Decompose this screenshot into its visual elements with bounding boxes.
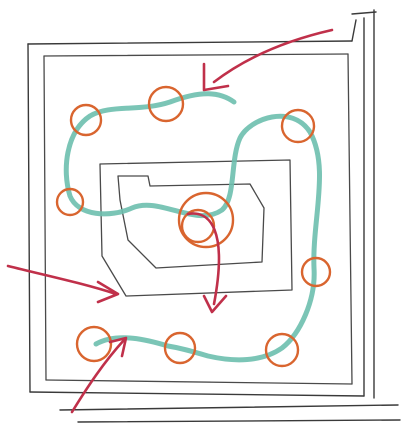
inner-frame-left [44,56,46,380]
inner-frame-top [44,54,348,56]
markers [57,87,330,366]
route-line [66,94,319,360]
outer-frame-top-tick [352,12,376,14]
central-island [100,160,292,296]
marker-circle-4 [282,110,314,142]
outer-frame-top [28,41,352,44]
outer-frame-left [28,44,30,392]
ground-line-1 [60,405,398,410]
outer-frame-right [352,20,356,41]
outer-frame-bottom [30,392,364,396]
arrow-left [8,266,116,294]
island-inner-outline [118,176,264,268]
arrow-top-right-head [204,64,228,90]
outer-frame [28,10,376,398]
ground-lines [60,405,400,422]
ground-line-2 [78,420,400,422]
inner-frame [44,54,352,384]
arrow-center-down [188,214,219,304]
arrow-bottom-left [72,340,124,412]
inner-frame-right [348,54,352,384]
arrow-top-right [214,30,332,82]
